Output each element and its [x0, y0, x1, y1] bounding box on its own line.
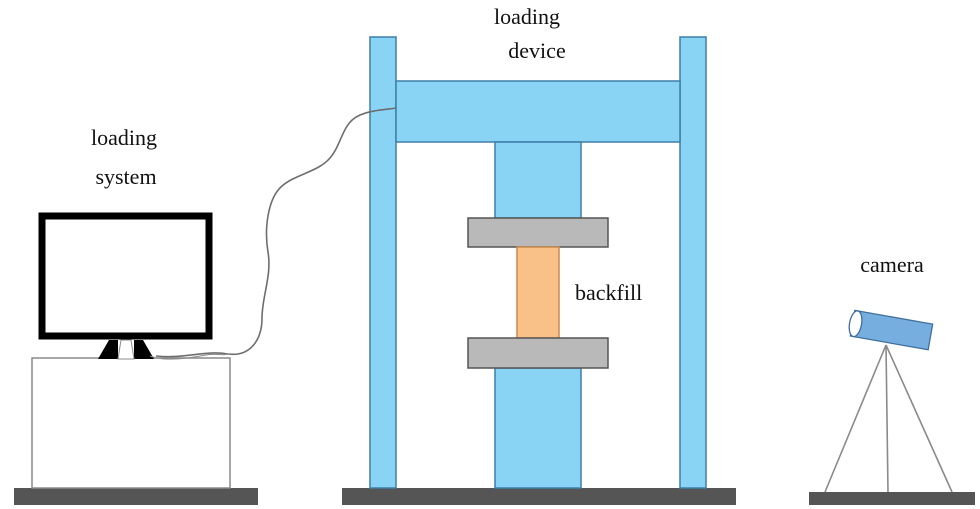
loading-system-label-line1: loading	[91, 125, 157, 150]
lower-ram	[494, 367, 582, 489]
camera-label: camera	[860, 252, 924, 277]
camera-ground-base	[809, 492, 975, 505]
data-cable	[155, 107, 397, 358]
backfill-specimen	[516, 246, 560, 339]
computer-ground-base	[14, 488, 258, 505]
loading-device-frame	[369, 36, 707, 489]
upper-ram	[494, 141, 582, 219]
computer-desk	[31, 357, 231, 489]
monitor-icon	[38, 212, 213, 360]
cable-desk-segment	[149, 353, 229, 360]
loading-device-label-line1: loading	[494, 4, 560, 29]
loading-device-label-line2: device	[508, 38, 565, 63]
backfill-label: backfill	[575, 280, 642, 305]
camera-icon	[848, 309, 934, 351]
loading-device-ground-base	[342, 488, 736, 505]
upper-platen	[467, 217, 609, 248]
tripod-icon	[824, 344, 953, 493]
lower-platen	[467, 337, 609, 369]
left-column	[369, 36, 397, 489]
crossbeam	[395, 80, 681, 143]
loading-system-label-line2: system	[95, 164, 156, 189]
right-column	[679, 36, 707, 489]
